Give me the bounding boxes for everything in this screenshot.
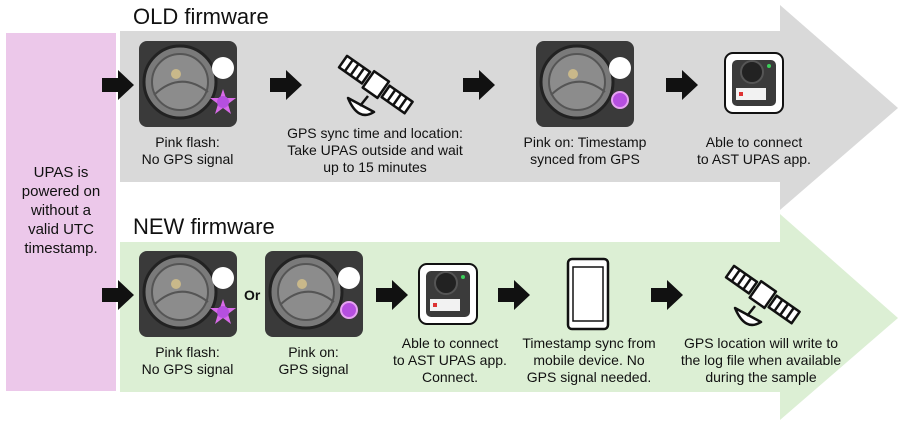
new-firmware-title: NEW firmware (133, 214, 275, 239)
old-step-4-caption: Able to connect to AST UPAS app. (697, 134, 811, 167)
upas-app-icon (724, 52, 784, 114)
flow-arrow (102, 70, 134, 100)
flow-arrow (270, 70, 302, 100)
device-pink-flash-icon (139, 251, 237, 337)
device-pink-on-icon (536, 41, 634, 127)
device-pink-on-icon (265, 251, 363, 337)
new-step-4-caption: Timestamp sync from mobile device. No GP… (522, 335, 656, 385)
flow-arrow (666, 70, 698, 100)
flow-arrow (463, 70, 495, 100)
new-step-1-caption: Pink flash: No GPS signal (141, 344, 234, 377)
flow-arrow (651, 280, 683, 310)
device-pink-flash-icon (139, 41, 237, 127)
new-step-2-caption: Pink on: GPS signal (278, 344, 349, 377)
flow-arrow (498, 280, 530, 310)
start-condition-text: UPAS is powered on without a valid UTC t… (21, 164, 101, 257)
old-step-1-caption: Pink flash: No GPS signal (141, 134, 234, 167)
old-step-3-caption: Pink on: Timestamp synced from GPS (523, 134, 647, 167)
upas-app-icon (418, 263, 478, 325)
new-step-5-caption: GPS location will write to the log file … (680, 335, 842, 385)
flow-arrow (376, 280, 408, 310)
phone-icon (566, 257, 610, 331)
satellite-icon (337, 54, 414, 117)
flow-arrow (102, 280, 134, 310)
satellite-icon (724, 264, 801, 327)
old-firmware-title: OLD firmware (133, 4, 269, 29)
or-label: Or (244, 287, 261, 303)
start-condition-box (6, 33, 116, 391)
new-step-3-caption: Able to connect to AST UPAS app. Connect… (393, 335, 507, 385)
old-step-2-caption: GPS sync time and location: Take UPAS ou… (287, 125, 463, 175)
old-firmware-band (120, 5, 898, 210)
